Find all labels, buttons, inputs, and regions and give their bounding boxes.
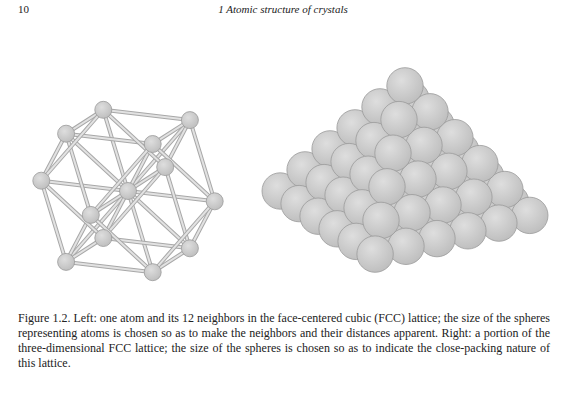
page-number: 10 [18,3,29,15]
running-head: 1 Atomic structure of crystals [0,3,566,15]
bond-line [41,110,103,181]
bond-line [66,262,153,272]
bond-line [103,167,165,238]
bond-line [66,191,128,262]
bond-line [66,262,153,272]
figure-caption: Figure 1.2. Left: one atom and its 12 ne… [18,311,550,371]
atom-sphere [157,159,174,176]
atom-sphere [82,206,99,223]
bond-line [128,120,190,191]
atom-sphere [95,230,112,247]
atom-sphere [363,202,399,238]
atom-sphere [95,101,112,118]
atom-sphere [33,172,50,189]
bond-line [91,144,153,215]
atom-sphere [381,101,417,137]
atom-sphere [144,264,161,281]
atom-sphere [375,135,411,171]
bond-line [103,110,190,120]
atom-sphere [369,169,405,205]
atom-sphere [120,183,137,200]
atom-sphere [58,125,75,142]
bond-line [153,201,215,272]
bond-line [128,120,190,191]
atom-sphere [387,68,423,104]
bond-line [41,110,103,181]
fcc-neighbors [33,101,223,280]
bond-line [91,144,153,215]
bond-line [41,181,103,238]
atom-sphere [206,193,223,210]
bond-line [41,181,103,238]
atom-sphere [357,236,393,272]
bond-line [103,110,165,167]
bond-line [153,144,215,201]
fcc-packing [262,68,548,273]
bond-line [66,191,128,262]
bond-line [103,167,165,238]
atom-sphere [181,112,198,129]
atom-sphere [58,253,75,270]
atom-sphere [144,136,161,153]
atom-sphere [181,240,198,257]
bond-line [103,110,165,167]
bond-line [153,144,215,201]
bond-line [103,110,190,120]
bond-line [91,215,153,272]
bond-line [153,201,215,272]
bond-line [91,215,153,272]
